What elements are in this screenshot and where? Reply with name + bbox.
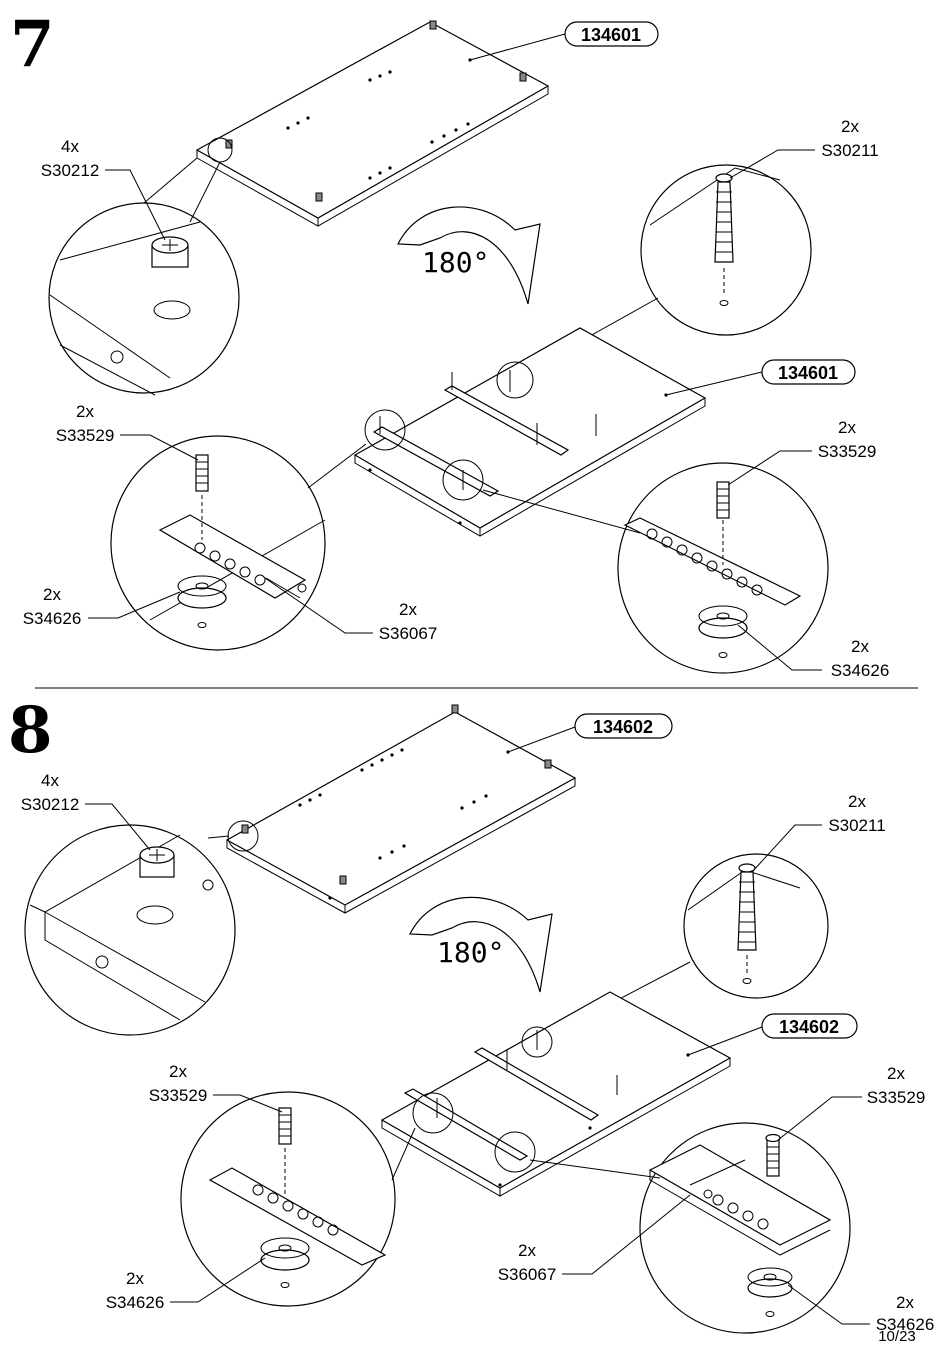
svg-text:2x: 2x bbox=[169, 1062, 187, 1081]
dowel-detail bbox=[519, 164, 812, 376]
panel-bottom-view bbox=[380, 991, 732, 1197]
part-tag: 134601 bbox=[761, 359, 856, 385]
step-8: 8 134602 180° bbox=[8, 693, 934, 1334]
svg-text:2x: 2x bbox=[848, 792, 866, 811]
panel-top-view bbox=[225, 704, 577, 914]
svg-text:180°: 180° bbox=[437, 936, 504, 969]
svg-text:S34626: S34626 bbox=[106, 1293, 165, 1312]
svg-text:2x: 2x bbox=[126, 1269, 144, 1288]
step-7: 7 134601 180° bbox=[10, 7, 889, 680]
rail-detail-left bbox=[110, 435, 367, 651]
svg-text:134601: 134601 bbox=[581, 25, 641, 45]
svg-text:2x: 2x bbox=[851, 637, 869, 656]
svg-text:134602: 134602 bbox=[593, 717, 653, 737]
callout-s33529-left: 2x S33529 bbox=[149, 1062, 283, 1113]
callout-s33529-left: 2x S33529 bbox=[56, 402, 199, 461]
panel-top-view bbox=[195, 20, 550, 227]
rail-detail-left bbox=[180, 1091, 416, 1307]
part-tag: 134602 bbox=[574, 713, 673, 739]
rotate-180-icon: 180° bbox=[409, 896, 553, 993]
cam-lock-detail bbox=[48, 157, 240, 396]
svg-text:4x: 4x bbox=[41, 771, 59, 790]
callout-s36067: 2x S36067 bbox=[498, 1194, 691, 1284]
part-tag: 134602 bbox=[761, 1013, 858, 1039]
svg-text:2x: 2x bbox=[399, 600, 417, 619]
svg-text:180°: 180° bbox=[422, 246, 489, 279]
part-tag: 134601 bbox=[564, 21, 659, 47]
callout-s33529-right: 2x S33529 bbox=[777, 1064, 926, 1141]
page-number: 10/23 bbox=[878, 1328, 916, 1344]
svg-text:S36067: S36067 bbox=[379, 624, 438, 643]
svg-text:2x: 2x bbox=[841, 117, 859, 136]
step-number: 7 bbox=[10, 7, 55, 82]
svg-text:S34626: S34626 bbox=[876, 1315, 935, 1334]
callout-s30211: 2x S30211 bbox=[751, 792, 886, 873]
callout-s34626-right: 2x S34626 bbox=[737, 624, 890, 680]
callout-s34626-right: 2x S34626 bbox=[787, 1284, 935, 1334]
panel-bottom-view bbox=[353, 327, 707, 537]
svg-text:2x: 2x bbox=[838, 418, 856, 437]
svg-text:2x: 2x bbox=[43, 585, 61, 604]
svg-text:2x: 2x bbox=[896, 1293, 914, 1312]
callout-s30212: 4x S30212 bbox=[41, 137, 166, 241]
svg-text:S33529: S33529 bbox=[149, 1086, 208, 1105]
callout-s30211: 2x S30211 bbox=[729, 117, 879, 179]
dowel-detail bbox=[544, 853, 829, 1039]
callout-s34626-left: 2x S34626 bbox=[23, 585, 181, 628]
svg-text:2x: 2x bbox=[887, 1064, 905, 1083]
svg-text:S30211: S30211 bbox=[821, 141, 878, 160]
svg-text:S30211: S30211 bbox=[828, 816, 885, 835]
callout-s36067: 2x S36067 bbox=[264, 577, 438, 643]
svg-text:2x: 2x bbox=[76, 402, 94, 421]
svg-text:S30212: S30212 bbox=[21, 795, 80, 814]
svg-text:134601: 134601 bbox=[778, 363, 838, 383]
callout-s33529-right: 2x S33529 bbox=[727, 418, 877, 486]
callout-s34626-left: 2x S34626 bbox=[106, 1257, 266, 1312]
svg-text:2x: 2x bbox=[518, 1241, 536, 1260]
cam-lock-detail bbox=[24, 824, 236, 1036]
rail-detail-right bbox=[482, 462, 829, 674]
callout-s30212: 4x S30212 bbox=[21, 771, 151, 851]
svg-text:S30212: S30212 bbox=[41, 161, 100, 180]
svg-text:4x: 4x bbox=[61, 137, 79, 156]
rotate-180-icon: 180° bbox=[397, 206, 541, 305]
svg-text:S33529: S33529 bbox=[818, 442, 877, 461]
svg-text:134602: 134602 bbox=[779, 1017, 839, 1037]
step-number: 8 bbox=[8, 693, 53, 768]
rail-detail-right bbox=[529, 1122, 851, 1334]
svg-text:S34626: S34626 bbox=[831, 661, 890, 680]
svg-text:S33529: S33529 bbox=[867, 1088, 926, 1107]
svg-text:S34626: S34626 bbox=[23, 609, 82, 628]
svg-text:S36067: S36067 bbox=[498, 1265, 557, 1284]
svg-text:S33529: S33529 bbox=[56, 426, 115, 445]
